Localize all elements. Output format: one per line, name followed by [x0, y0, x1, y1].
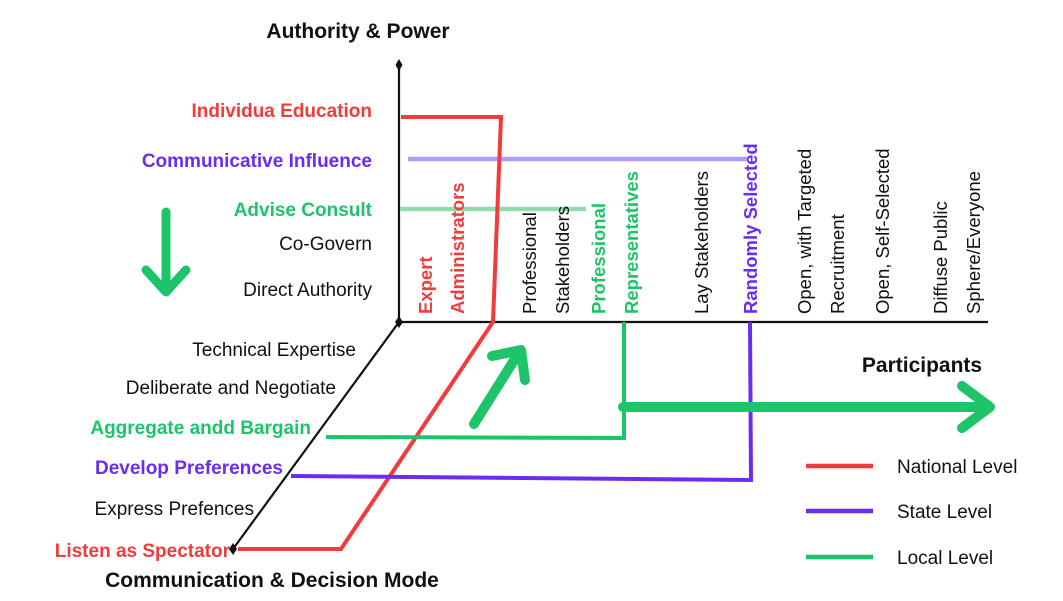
communication-label: Deliberate and Negotiate: [126, 378, 336, 399]
participant-label: Lay Stakeholders: [691, 171, 712, 314]
participant-label: Professional: [519, 212, 540, 314]
down-arrow-icon: [141, 207, 191, 297]
participant-label: Administrators: [447, 182, 468, 314]
authority-label: Advise Consult: [234, 200, 373, 221]
communication-label: Listen as Spectator: [55, 541, 231, 562]
vertical-axis-tip: [395, 59, 403, 71]
communication-label: Aggregate andd Bargain: [90, 418, 311, 439]
local-level-line: [325, 322, 626, 441]
authority-label: Individua Education: [191, 101, 372, 122]
legend-label: National Level: [897, 457, 1017, 478]
participant-label: Open, with Targeted: [794, 149, 815, 314]
legend-label: State Level: [897, 502, 992, 523]
communication-label: Technical Expertise: [192, 340, 356, 361]
participant-label: Open, Self-Selected: [872, 148, 893, 314]
national-level-line: [238, 115, 504, 551]
level-lines: [238, 115, 754, 551]
participant-label: Representatives: [621, 171, 642, 314]
authority-label: Co-Govern: [279, 234, 372, 255]
authority-label: Direct Authority: [243, 280, 372, 301]
participant-label: Diffuse Public: [930, 201, 951, 314]
axis-title-authority: Authority & Power: [266, 20, 449, 43]
axes: [229, 59, 988, 555]
participant-label: Randomly Selected: [740, 143, 761, 314]
participant-label: Expert: [415, 256, 436, 314]
participant-label: Stakeholders: [552, 206, 573, 314]
legend-label: Local Level: [897, 548, 993, 569]
axis-title-communication: Communication & Decision Mode: [105, 569, 439, 592]
participant-label: Professional: [588, 203, 609, 314]
depth-axis-tip: [229, 543, 237, 555]
axis-title-participants: Participants: [862, 354, 982, 377]
communication-label: Express Prefences: [95, 499, 254, 520]
participant-label: Recruitment: [827, 214, 848, 314]
up-right-arrow-icon: [469, 345, 530, 429]
state-level-line: [290, 321, 754, 483]
right-arrow-icon: [618, 381, 995, 433]
participant-labels: Expert Administrators Professional Stakehol…: [415, 143, 984, 314]
communication-label: Develop Preferences: [95, 458, 283, 479]
depth-axis: [232, 321, 400, 550]
authority-label: Communicative Influence: [142, 151, 372, 172]
origin-marker: [395, 316, 403, 328]
participant-label: Sphere/Everyone: [963, 171, 984, 314]
